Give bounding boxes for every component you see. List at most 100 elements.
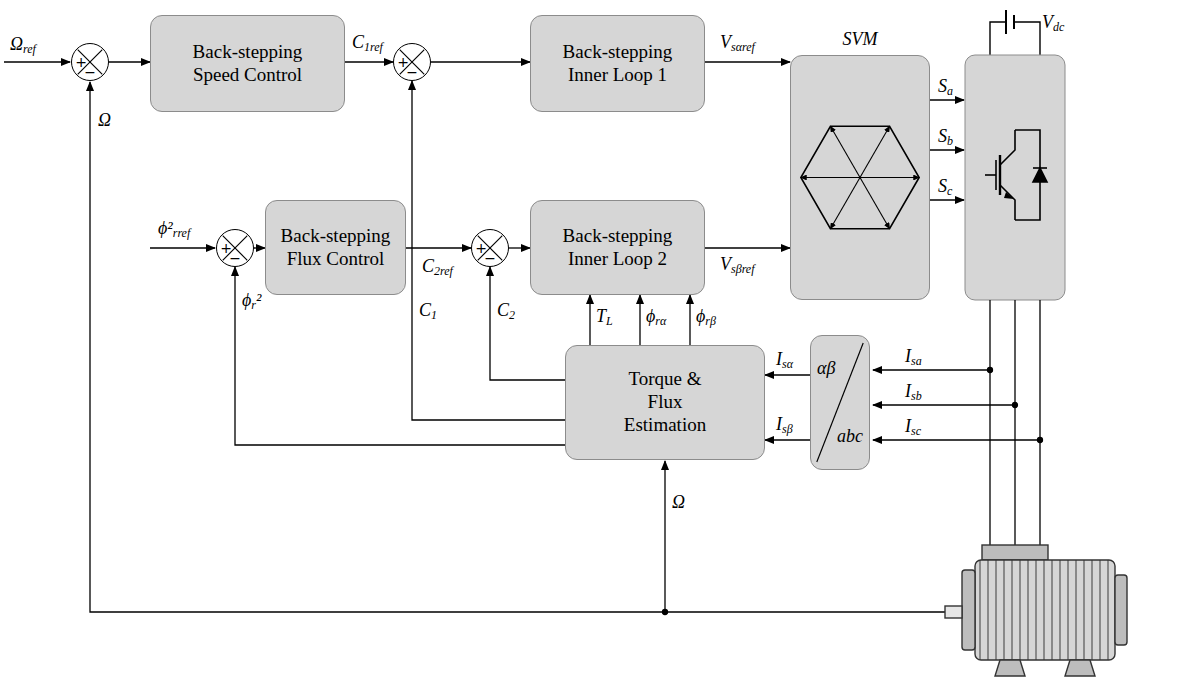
current-label: Isb bbox=[905, 381, 922, 403]
signal-connector bbox=[639, 295, 640, 345]
signal-connector bbox=[765, 439, 810, 440]
induction-motor bbox=[945, 606, 962, 618]
box-text: Back-stepping Speed Control bbox=[180, 41, 315, 87]
box-text: Back-stepping Inner Loop 2 bbox=[553, 225, 683, 271]
box-text: Torque & Flux Estimation bbox=[618, 368, 713, 436]
signal-connector bbox=[589, 295, 590, 345]
box-text: Back-stepping Flux Control bbox=[273, 225, 398, 271]
dc-link-capacitor bbox=[1005, 10, 1007, 34]
signal-label: Ω bbox=[98, 110, 111, 132]
svm-vector bbox=[801, 177, 860, 178]
signal-connector bbox=[689, 295, 690, 345]
induction-motor bbox=[982, 545, 1048, 560]
signal-connector bbox=[254, 247, 265, 248]
frame-label: αβ bbox=[817, 358, 835, 379]
signal-label: Vsαref bbox=[720, 32, 755, 54]
speed-feedback-wire bbox=[664, 461, 665, 612]
motor-phase-wires bbox=[988, 368, 993, 373]
signal-label: Isβ bbox=[776, 414, 793, 436]
current-label: Isc bbox=[905, 416, 921, 438]
signal-connector bbox=[109, 61, 150, 62]
junction-sign: − bbox=[84, 65, 96, 79]
inverter-block bbox=[1004, 192, 1014, 199]
svm-vector bbox=[830, 178, 860, 229]
svm-hexagon bbox=[801, 126, 919, 229]
box-text: Back-stepping Inner Loop 1 bbox=[553, 41, 683, 87]
signal-label: ϕr² bbox=[242, 290, 261, 312]
switch-signal-label: Sa bbox=[938, 76, 953, 98]
dc-link-capacitor bbox=[1014, 22, 1040, 55]
motor-phase-wires bbox=[1039, 300, 1040, 545]
summing-junction: +− bbox=[216, 229, 254, 267]
signal-label: ϕrα bbox=[646, 306, 666, 328]
signal-label: TL bbox=[596, 306, 613, 328]
signal-connector bbox=[345, 61, 393, 62]
signal-connector bbox=[431, 61, 530, 62]
dc-voltage-label: Vdc bbox=[1042, 12, 1064, 34]
svm-block: SVM bbox=[790, 55, 930, 300]
inverter-block bbox=[985, 174, 996, 176]
induction-motor bbox=[945, 545, 1127, 676]
frame-label: abc bbox=[837, 426, 863, 447]
reference-label: ϕ²rref bbox=[158, 218, 190, 240]
block-title: SVM bbox=[843, 29, 878, 50]
inverter-block bbox=[965, 55, 1065, 300]
signal-connector bbox=[705, 247, 790, 248]
induction-motor bbox=[962, 570, 975, 650]
motor-phase-wires bbox=[1014, 300, 1015, 545]
switching-signal-wires bbox=[930, 199, 964, 200]
switching-signal-wires bbox=[930, 99, 964, 100]
signal-connector bbox=[406, 247, 471, 248]
svm-vector bbox=[860, 126, 890, 177]
motor-phase-wires bbox=[1013, 403, 1018, 408]
inverter-block bbox=[965, 55, 1065, 300]
signal-label: Vsβref bbox=[720, 254, 755, 276]
transform-diagonal bbox=[817, 343, 863, 462]
svm-vector bbox=[860, 177, 919, 178]
inverter-block bbox=[985, 130, 1047, 220]
switch-signal-label: Sb bbox=[938, 126, 953, 148]
motor-phase-wires bbox=[873, 300, 1043, 545]
signal-connector bbox=[765, 374, 810, 375]
signal-label: C2ref bbox=[420, 256, 455, 278]
junction-sign: − bbox=[406, 65, 418, 79]
signal-label: ϕrβ bbox=[696, 306, 716, 328]
speed-controller-box: Back-stepping Speed Control bbox=[150, 15, 345, 112]
estimator-box: Torque & Flux Estimation bbox=[565, 345, 765, 460]
transform-diagonal bbox=[811, 336, 869, 469]
svm-hexagon bbox=[791, 56, 929, 299]
motor-phase-wires bbox=[873, 439, 1040, 440]
inverter-block bbox=[1033, 168, 1047, 182]
inner-loop-box: Back-stepping Inner Loop 2 bbox=[530, 200, 705, 295]
motor-phase-wires bbox=[1038, 438, 1043, 443]
motor-phase-wires bbox=[873, 369, 990, 370]
speed-feedback-wire bbox=[663, 610, 668, 615]
induction-motor bbox=[975, 560, 1115, 660]
signal-connector bbox=[509, 247, 530, 248]
reference-input-wires bbox=[150, 247, 215, 248]
flux-controller-box: Back-stepping Flux Control bbox=[265, 200, 406, 295]
inverter-block bbox=[1000, 130, 1015, 165]
induction-motor bbox=[1065, 660, 1095, 676]
reference-label: Ωref bbox=[10, 34, 36, 56]
current-label: Isa bbox=[905, 346, 922, 368]
signal-connector bbox=[705, 61, 790, 62]
inverter-block bbox=[995, 160, 997, 190]
dc-link-capacitor bbox=[990, 10, 1040, 55]
signal-label: C1 bbox=[419, 300, 437, 322]
transform-block: αβ abc bbox=[810, 335, 870, 470]
summing-junction: +− bbox=[393, 43, 431, 81]
svm-vector bbox=[830, 126, 860, 177]
motor-phase-wires bbox=[873, 404, 1015, 405]
inverter-block bbox=[1033, 167, 1047, 169]
inner-loop-box: Back-stepping Inner Loop 1 bbox=[530, 15, 705, 112]
motor-phase-wires bbox=[989, 300, 990, 545]
summing-junction: +− bbox=[471, 229, 509, 267]
reference-input-wires bbox=[4, 61, 70, 62]
inverter-block bbox=[999, 155, 1001, 195]
switching-signal-wires bbox=[930, 100, 964, 200]
junction-sign: − bbox=[229, 251, 241, 265]
induction-motor bbox=[1115, 575, 1127, 645]
junction-sign: − bbox=[484, 251, 496, 265]
